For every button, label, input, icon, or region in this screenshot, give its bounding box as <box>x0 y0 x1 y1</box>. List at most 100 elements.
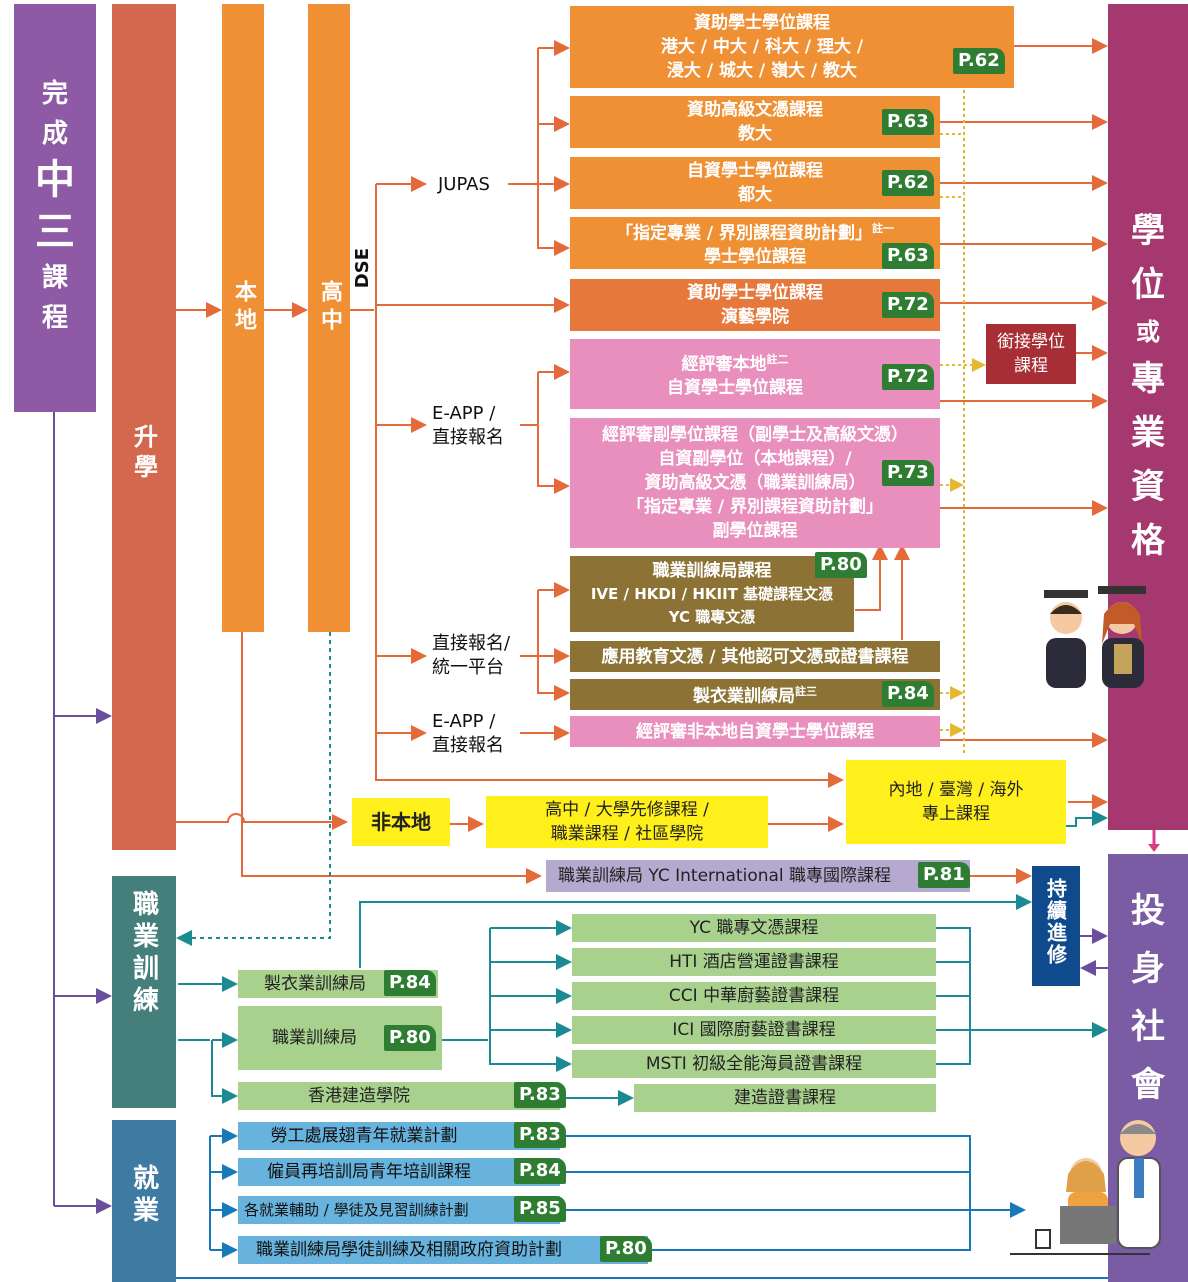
vt-vtc-box: 職業訓練局 P.80 <box>238 1006 442 1070</box>
overseas-line: 內地 / 臺灣 / 海外 <box>888 780 1024 800</box>
degree-qual-char: 或 <box>1136 318 1160 346</box>
applied-learning-label: 應用教育文憑 / 其他認可文憑或證書課程 <box>601 646 909 667</box>
work-char: 會 <box>1131 1065 1165 1105</box>
degree-qual-char: 格 <box>1131 521 1165 561</box>
sub-degree-box: 經評審副學位課程（副學士及高級文憑） 自資副學位（本地課程）/ 資助高級文憑（職… <box>570 418 940 548</box>
page-badge: P.85 <box>514 1196 566 1222</box>
vt-course-msti: MSTI 初級全能海員證書課程 <box>572 1050 936 1078</box>
sub-degree-line: 副學位課程 <box>712 521 798 541</box>
non-local-degree-label: 經評審非本地自資學士學位課程 <box>636 721 874 742</box>
page-badge: P.84 <box>384 970 436 996</box>
vt-course-cci: CCI 中華廚藝證書課程 <box>572 982 936 1010</box>
continuing-education-label: 持續進修 <box>1043 878 1068 966</box>
vtc-line: 職業訓練局課程 <box>652 560 772 581</box>
page-badge: P.62 <box>953 48 1005 74</box>
start-line: 成 <box>41 119 68 149</box>
page-badge: P.81 <box>918 862 970 888</box>
funded-degree-box: 資助學士學位課程 港大 / 中大 / 科大 / 理大 / 浸大 / 城大 / 嶺… <box>570 6 1014 88</box>
degree-qual-char: 專 <box>1131 359 1165 399</box>
note-marker: 註一 <box>872 221 895 235</box>
pathway-further-study-label: 升學 <box>129 424 158 484</box>
degree-qual-char: 業 <box>1131 413 1165 453</box>
jupas-label: JUPAS <box>438 174 490 195</box>
vt-clothing-label: 製衣業訓練局 <box>264 974 366 994</box>
page-badge: P.73 <box>882 460 934 486</box>
vt-cic-box: 香港建造學院 P.83 <box>238 1082 566 1110</box>
top-up-degree-box: 銜接學位 課程 <box>986 324 1076 384</box>
funded-degree-line: 港大 / 中大 / 科大 / 理大 / <box>660 37 864 57</box>
page-badge: P.80 <box>815 552 867 578</box>
page-badge: P.83 <box>514 1082 566 1108</box>
eapp-direct-label-2: E-APP / 直接報名 <box>432 710 504 758</box>
employment-label: 僱員再培訓局青年培訓課程 <box>267 1162 471 1182</box>
sub-degree-line: 「指定專業 / 界別課程資助計劃」 <box>626 497 884 517</box>
vt-course-yc: YC 職專文憑課程 <box>572 914 936 942</box>
clothing-label: 製衣業訓練局 <box>693 686 795 707</box>
page-badge: P.83 <box>514 1122 566 1148</box>
apa-line: 演藝學院 <box>721 307 789 327</box>
overseas-line: 專上課程 <box>922 804 990 824</box>
self-degree-line: 自資學士學位課程 <box>687 161 823 181</box>
start-line: 程 <box>41 303 68 333</box>
degree-professional-qualification: 學 位 或 專 業 資 格 <box>1108 4 1188 830</box>
vt-course-hti: HTI 酒店營運證書課程 <box>572 948 936 976</box>
vt-course-ici: ICI 國際廚藝證書課程 <box>572 1016 936 1044</box>
vt-construction-box: 建造證書課程 <box>634 1084 936 1112</box>
page-badge: P.62 <box>882 170 934 196</box>
apa-line: 資助學士學位課程 <box>687 283 823 303</box>
accredited-local-degree-box: 經評審本地註二 自資學士學位課程 P.72 <box>570 339 940 409</box>
start-line: 三 <box>35 209 75 255</box>
degree-qual-char: 資 <box>1131 467 1165 507</box>
vt-cic-label: 香港建造學院 <box>308 1086 410 1106</box>
eapp-direct-line: 直接報名 <box>432 427 504 448</box>
funded-hd-line: 資助高級文憑課程 <box>687 100 823 120</box>
work-char: 身 <box>1131 949 1165 989</box>
sub-degree-line: 資助高級文憑（職業訓練局） <box>644 473 866 493</box>
vt-course-label: ICI 國際廚藝證書課程 <box>672 1020 836 1040</box>
start-line: 中 <box>35 157 75 203</box>
funded-degree-line: 資助學士學位課程 <box>694 13 830 33</box>
accredited-local-line: 經評審本地 <box>681 354 767 375</box>
yc-international-label: 職業訓練局 YC International 職專國際課程 <box>558 866 892 886</box>
degree-qual-char: 位 <box>1131 265 1165 305</box>
employment-label: 職業訓練局學徒訓練及相關政府資助計劃 <box>256 1240 562 1260</box>
self-degree-line: 都大 <box>738 185 772 205</box>
funded-hd-box: 資助高級文憑課程 教大 P.63 <box>570 96 940 148</box>
non-local-box: 非本地 <box>352 798 450 846</box>
employment-item: 各就業輔助 / 學徒及見習訓練計劃 P.85 <box>238 1196 566 1224</box>
pathway-employment: 就業 <box>112 1120 176 1282</box>
non-local-courses-line: 高中 / 大學先修課程 / <box>545 800 709 820</box>
dse-label: DSE <box>352 248 373 289</box>
page-badge: P.80 <box>384 1025 436 1051</box>
page-badge: P.72 <box>882 292 934 318</box>
top-up-line: 銜接學位 <box>997 332 1065 352</box>
direct-unified-label: 直接報名/ 統一平台 <box>432 632 510 680</box>
employment-item: 僱員再培訓局青年培訓課程 P.84 <box>238 1158 566 1186</box>
eapp-direct-label: E-APP / 直接報名 <box>432 402 504 450</box>
non-local-degree-box: 經評審非本地自資學士學位課程 <box>570 716 940 747</box>
senior-secondary-bar: 高中 <box>308 4 350 632</box>
sssdp-degree-box: 「指定專業 / 界別課程資助計劃」註一 學士學位課程 P.63 <box>570 217 940 269</box>
vt-construction-label: 建造證書課程 <box>734 1088 836 1108</box>
work-char: 投 <box>1131 891 1165 931</box>
start-line: 完 <box>41 79 68 109</box>
page-badge: P.63 <box>882 243 934 269</box>
accredited-local-line: 自資學士學位課程 <box>667 378 803 399</box>
employment-item: 職業訓練局學徒訓練及相關政府資助計劃 P.80 <box>238 1236 652 1264</box>
workers-illustration <box>1010 1108 1170 1258</box>
top-up-line: 課程 <box>1014 356 1048 376</box>
clothing-training-box: 製衣業訓練局註三 P.84 <box>570 679 940 710</box>
direct-unified-line: 直接報名/ <box>432 633 511 654</box>
vtc-courses-box: 職業訓練局課程 IVE / HKDI / HKIIT 基礎課程文憑 YC 職專文… <box>570 552 867 632</box>
non-local-label: 非本地 <box>371 810 431 834</box>
funded-hd-line: 教大 <box>738 124 772 144</box>
pathway-vocational: 職業訓練 <box>112 876 176 1108</box>
note-marker: 註三 <box>795 685 817 699</box>
sssdp-line: 學士學位課程 <box>704 247 806 268</box>
vt-course-label: YC 職專文憑課程 <box>689 918 819 938</box>
page-badge: P.72 <box>882 364 934 390</box>
pathway-employment-label: 就業 <box>128 1164 159 1228</box>
page-badge: P.84 <box>882 681 934 707</box>
non-local-courses-box: 高中 / 大學先修課程 / 職業課程 / 社區學院 <box>486 796 768 848</box>
